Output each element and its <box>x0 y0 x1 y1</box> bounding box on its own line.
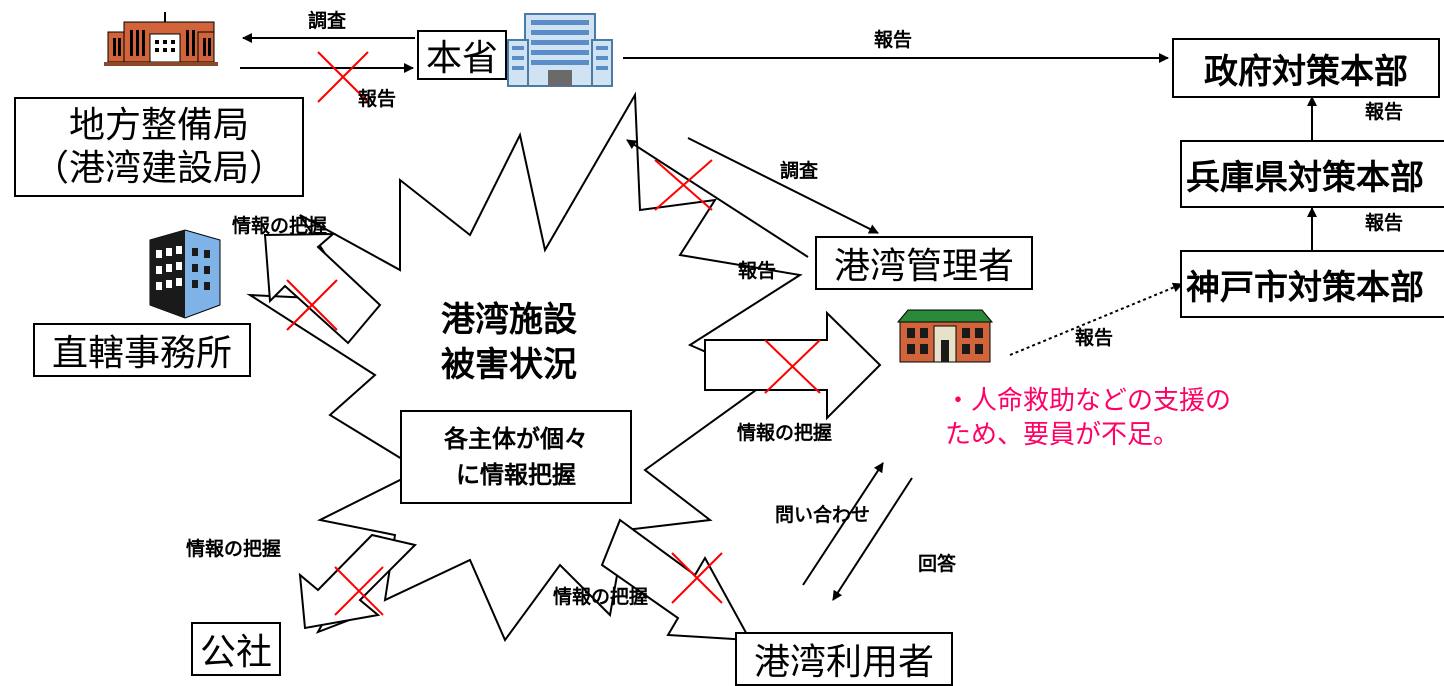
cross-kobe-city <box>764 339 821 394</box>
port-users-label: 港湾利用者 <box>753 642 934 683</box>
regional-bureau-building-icon <box>104 12 218 66</box>
arrow-report-port-manager-to-ministry <box>626 139 809 258</box>
center-title-line1: 港湾施設 <box>441 300 577 340</box>
regional-bureau-label: 地方整備局 <box>68 104 249 146</box>
ministry-label: 本省 <box>425 38 498 79</box>
ministry-building-icon <box>507 13 613 87</box>
kobe-hq-label: 神戸市対策本部 <box>1186 267 1424 308</box>
cross-report-bureau <box>317 51 369 103</box>
center-title-line2: 被害状況 <box>441 345 577 385</box>
kobe-city-office-building-icon <box>896 309 994 363</box>
cross-port-manager <box>654 159 713 211</box>
block-arrow-port-users <box>600 518 752 642</box>
label-inquiry: 問い合わせ <box>775 504 871 526</box>
direct-office-box: 直轄事務所 <box>33 323 251 377</box>
label-info-port-users: 情報の把握 <box>553 586 649 608</box>
kobe-hq-box: 神戸市対策本部 <box>1180 250 1444 318</box>
regional-bureau-box: 地方整備局 （港湾建設局） <box>14 97 304 197</box>
arrow-inquiry <box>802 462 884 586</box>
cross-public-corp <box>334 566 384 616</box>
ministry-box: 本省 <box>417 30 507 80</box>
port-manager-label: 港湾管理者 <box>833 246 1014 287</box>
label-answer: 回答 <box>918 553 957 575</box>
government-hq-label: 政府対策本部 <box>1204 51 1408 92</box>
public-corp-label: 公社 <box>199 632 272 673</box>
label-info-direct-office: 情報の把握 <box>232 215 328 237</box>
cross-port-users <box>671 552 723 604</box>
block-arrow-direct-office <box>263 232 382 345</box>
staff-shortage-note-line2: ため、要員が不足。 <box>945 420 1180 450</box>
center-note-line1: 各主体が個々 <box>444 425 588 453</box>
staff-shortage-note-line1: ・人命救助などの支援の <box>945 386 1232 416</box>
block-arrow-public-corp-body <box>298 533 417 630</box>
direct-office-building-icon <box>149 229 221 319</box>
label-report-port-manager: 報告 <box>738 260 777 282</box>
label-report-hyogo-to-gov: 報告 <box>1365 101 1404 123</box>
center-note-box: 各主体が個々 に情報把握 <box>400 410 632 504</box>
label-report-top: 報告 <box>358 88 397 110</box>
label-report-kobe-dotted: 報告 <box>1075 327 1114 349</box>
label-survey-port-manager: 調査 <box>780 160 819 182</box>
arrow-answer <box>832 477 913 601</box>
hyogo-hq-box: 兵庫県対策本部 <box>1180 140 1444 208</box>
port-users-box: 港湾利用者 <box>735 632 953 686</box>
hyogo-hq-label: 兵庫県対策本部 <box>1186 157 1424 198</box>
port-manager-box: 港湾管理者 <box>815 236 1033 290</box>
regional-bureau-sublabel: （港湾建設局） <box>32 148 285 189</box>
label-info-kobe-city: 情報の把握 <box>737 422 833 444</box>
government-hq-box: 政府対策本部 <box>1172 38 1440 98</box>
label-info-public-corp: 情報の把握 <box>186 538 282 560</box>
direct-office-label: 直轄事務所 <box>51 333 232 374</box>
damage-burst-shape <box>246 91 803 642</box>
arrow-report-kobe-office-dotted <box>1009 282 1183 356</box>
label-report-kobe-to-hyogo: 報告 <box>1365 212 1404 234</box>
center-note-line2: に情報把握 <box>456 461 576 489</box>
label-survey-top: 調査 <box>308 10 347 32</box>
label-report-to-gov: 報告 <box>874 29 913 51</box>
arrow-survey-ministry-to-port-manager <box>687 137 879 234</box>
cross-direct-office <box>286 279 338 331</box>
public-corp-box: 公社 <box>191 622 281 676</box>
